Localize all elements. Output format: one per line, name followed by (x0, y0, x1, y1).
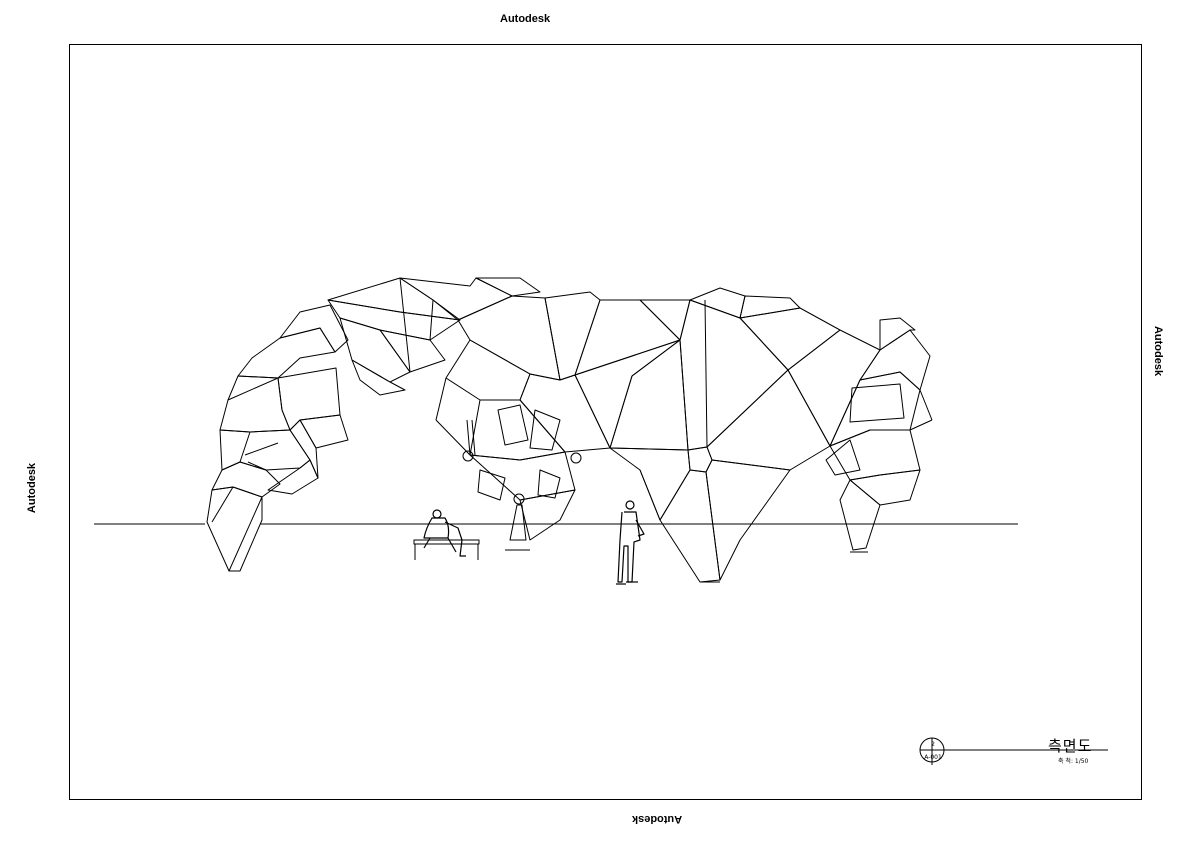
drawing-frame (69, 44, 1142, 800)
standing-person (616, 500, 645, 585)
drawing-scale: 축 척: 1/50 (1058, 758, 1089, 765)
drawing-title: 측면도 (1048, 737, 1093, 755)
detail-number: 2 (931, 741, 935, 748)
structure-left-arm (206, 304, 349, 572)
bench (413, 539, 480, 560)
title-block-graphic (919, 737, 1108, 765)
watermark-top: Autodesk (500, 13, 551, 25)
sheet-reference: A-001 (924, 754, 942, 761)
structure-center (435, 291, 681, 551)
structure-top-left (327, 277, 541, 396)
structure-right-arm (825, 317, 933, 553)
structure-right-star (609, 287, 881, 583)
seated-person (423, 509, 466, 557)
